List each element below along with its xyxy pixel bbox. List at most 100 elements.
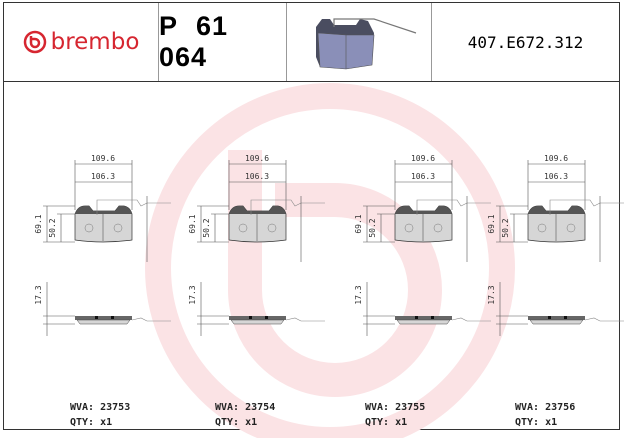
drawing-frame: brembo P 61 064 407.E672.312 (3, 2, 620, 430)
qty-row: QTY: x1 (365, 415, 425, 430)
wear-sensor-wire (549, 199, 624, 215)
dimension-height-outer: 69.1 (487, 214, 496, 233)
dimension-width-inner: 106.3 (544, 172, 568, 181)
header: brembo P 61 064 407.E672.312 (4, 3, 619, 82)
pad-clip (548, 316, 551, 319)
backing-plate (75, 206, 132, 214)
wva-number: 23755 (395, 402, 426, 413)
wear-sensor-wire-side (584, 317, 624, 322)
pad-side-backing (229, 316, 286, 320)
part-number: P 61 064 (159, 3, 287, 81)
brand-logo: brembo (4, 3, 159, 81)
dimension-height-inner: 50.2 (48, 218, 57, 237)
dimension-thickness: 17.3 (354, 285, 363, 304)
wear-sensor-wire-side (131, 317, 171, 322)
pad-side-friction (529, 319, 584, 325)
dimension-height-outer: 69.1 (354, 214, 363, 233)
qty-label: QTY: (70, 417, 95, 428)
pad-side-friction (76, 319, 131, 325)
pad-clip (111, 316, 114, 319)
pad-hole (433, 223, 443, 233)
pad-clip (265, 316, 268, 319)
pad-hole (566, 223, 576, 233)
pad-hole (238, 223, 248, 233)
qty-label: QTY: (515, 417, 540, 428)
pad-hole (84, 223, 94, 233)
dimension-height-outer: 69.1 (188, 214, 197, 233)
qty-value: x1 (395, 417, 408, 428)
brembo-watermark (145, 83, 515, 438)
dimension-width-outer: 109.6 (544, 154, 568, 163)
qty-value: x1 (245, 417, 258, 428)
pad-hole (404, 223, 414, 233)
dimension-height-inner: 50.2 (368, 218, 377, 237)
pad-side-backing (395, 316, 452, 320)
dimension-width-inner: 106.3 (245, 172, 269, 181)
variant-drawing-1: 109.6 106.3 69.1 50.2 17.3 (34, 154, 171, 336)
watermark-ring (145, 83, 515, 438)
qty-value: x1 (545, 417, 558, 428)
dimension-width-outer: 109.6 (245, 154, 269, 163)
brand-name: brembo (50, 29, 140, 55)
product-image (287, 3, 432, 81)
wva-number: 23754 (245, 402, 276, 413)
pad-hole (113, 223, 123, 233)
qty-label: QTY: (365, 417, 390, 428)
wear-sensor-wire-side (285, 317, 325, 322)
wva-row: WVA: 23753 (70, 400, 130, 415)
qty-row: QTY: x1 (215, 415, 275, 430)
qty-row: QTY: x1 (515, 415, 575, 430)
wear-sensor-wire (250, 199, 325, 215)
pad-clip (249, 316, 252, 319)
brembo-logo-icon (23, 30, 46, 54)
pad-clip (431, 316, 434, 319)
pad-hole (537, 223, 547, 233)
dimension-width-inner: 106.3 (411, 172, 435, 181)
dimension-thickness: 17.3 (34, 285, 43, 304)
wva-label: WVA: (515, 402, 540, 413)
dimension-thickness: 17.3 (487, 285, 496, 304)
dimension-width-outer: 109.6 (91, 154, 115, 163)
variant-drawing-4: 109.6 106.3 69.1 50.2 17.3 (487, 154, 624, 336)
reference-number: 407.E672.312 (467, 32, 584, 52)
qty-label: QTY: (215, 417, 240, 428)
pad-clip (564, 316, 567, 319)
dimension-height-outer: 69.1 (34, 214, 43, 233)
brake-pad-3d-icon (316, 18, 417, 70)
qty-row: QTY: x1 (70, 415, 130, 430)
backing-plate (528, 206, 585, 214)
pad-side-friction (230, 319, 285, 325)
watermark-b (228, 150, 442, 397)
pad-side-backing (528, 316, 585, 320)
pad-clip (415, 316, 418, 319)
wva-label: WVA: (70, 402, 95, 413)
wva-row: WVA: 23755 (365, 400, 425, 415)
wva-label: WVA: (365, 402, 390, 413)
pad-hole (267, 223, 277, 233)
dimension-width-outer: 109.6 (411, 154, 435, 163)
wear-sensor-wire (96, 199, 171, 215)
pad-side-backing (75, 316, 132, 320)
wva-number: 23756 (545, 402, 576, 413)
wva-label: WVA: (215, 402, 240, 413)
backing-plate (395, 206, 452, 214)
wva-row: WVA: 23754 (215, 400, 275, 415)
qty-value: x1 (100, 417, 113, 428)
pad-clip (95, 316, 98, 319)
wva-row: WVA: 23756 (515, 400, 575, 415)
variant-drawing-3: 109.6 106.3 69.1 50.2 17.3 (354, 154, 491, 336)
dimension-height-inner: 50.2 (202, 218, 211, 237)
wva-number: 23753 (100, 402, 131, 413)
variant-drawing-2: 109.6 106.3 69.1 50.2 17.3 (188, 154, 325, 336)
pad-side-friction (396, 319, 451, 325)
dimension-thickness: 17.3 (188, 285, 197, 304)
dimension-height-inner: 50.2 (501, 218, 510, 237)
dimension-width-inner: 106.3 (91, 172, 115, 181)
wear-sensor-wire (416, 199, 491, 215)
backing-plate (229, 206, 286, 214)
